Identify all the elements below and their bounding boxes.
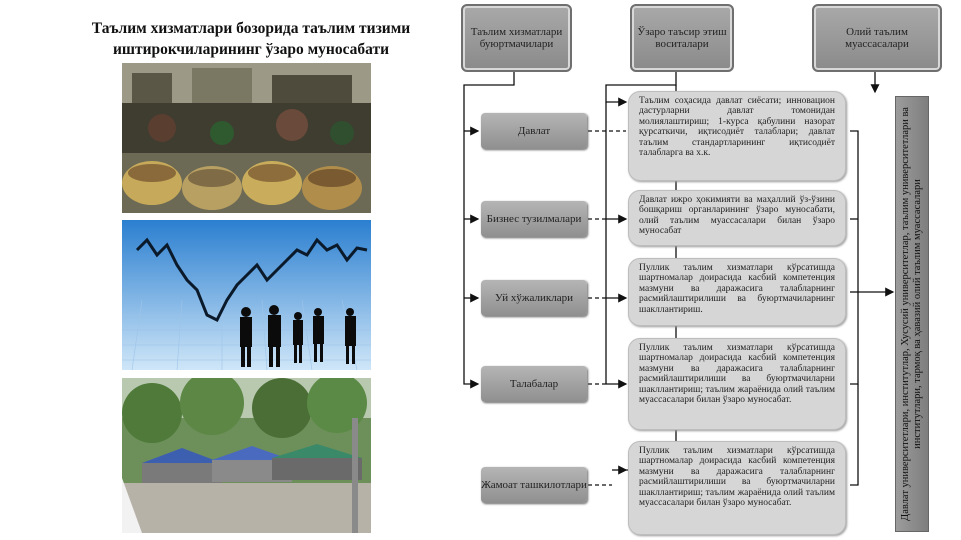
description-text: Пуллик таълим хизматлари кўрсатишда шарт… bbox=[639, 446, 835, 509]
customer-box-households: Уй хўжаликлари bbox=[481, 280, 587, 316]
description-text: Таълим соҳасида давлат сиёсати; инноваци… bbox=[639, 96, 835, 159]
market-photo bbox=[122, 63, 371, 213]
header-customers-label: Таълим хизматлари буюртмачилари bbox=[470, 26, 563, 50]
customer-box-business: Бизнес тузилмалари bbox=[481, 201, 587, 237]
customer-label: Давлат bbox=[517, 125, 551, 137]
description-text: Давлат ижро ҳокимияти ва маҳаллий ўз-ўзи… bbox=[639, 195, 835, 237]
description-box: Таълим соҳасида давлат сиёсати; инноваци… bbox=[628, 91, 846, 181]
customer-label: Бизнес тузилмалари bbox=[486, 213, 582, 225]
customer-box-state: Давлат bbox=[481, 113, 587, 149]
header-means: Ўзаро таъсир этиш воситалари bbox=[630, 4, 734, 72]
description-box: Пуллик таълим хизматлари кўрсатишда шарт… bbox=[628, 338, 846, 430]
customer-label: Талабалар bbox=[509, 378, 559, 390]
business-chart-photo bbox=[122, 220, 371, 370]
title-line-2: иштирокчиларининг ўзаро муносабати bbox=[112, 41, 390, 58]
institutions-list-bar: Давлат университетлари, институтлар, Хус… bbox=[895, 96, 929, 532]
customer-label: Уй хўжаликлари bbox=[495, 292, 573, 304]
header-means-label: Ўзаро таъсир этиш воситалари bbox=[637, 26, 727, 50]
header-customers: Таълим хизматлари буюртмачилари bbox=[461, 4, 572, 72]
description-text: Пуллик таълим хизматлари кўрсатишда шарт… bbox=[639, 343, 835, 406]
header-institutions: Олий таълим муассасалари bbox=[812, 4, 942, 72]
description-box: Пуллик таълим хизматлари кўрсатишда шарт… bbox=[628, 441, 846, 535]
description-box: Пуллик таълим хизматлари кўрсатишда шарт… bbox=[628, 258, 846, 326]
customer-box-public-organizations: Жамоат ташкилотлари bbox=[481, 467, 587, 503]
title-line-1: Таълим хизматлари бозорида таълим тизими bbox=[91, 20, 411, 37]
institutions-list-text: Давлат университетлари, институтлар, Хус… bbox=[900, 107, 923, 521]
header-institutions-label: Олий таълим муассасалари bbox=[845, 26, 909, 50]
page-title: Таълим хизматлари бозорида таълим тизими… bbox=[62, 18, 440, 60]
street-market-photo bbox=[122, 378, 371, 533]
customer-box-students: Талабалар bbox=[481, 366, 587, 402]
customer-label: Жамоат ташкилотлари bbox=[481, 479, 587, 491]
description-box: Давлат ижро ҳокимияти ва маҳаллий ўз-ўзи… bbox=[628, 190, 846, 246]
description-text: Пуллик таълим хизматлари кўрсатишда шарт… bbox=[639, 263, 835, 315]
